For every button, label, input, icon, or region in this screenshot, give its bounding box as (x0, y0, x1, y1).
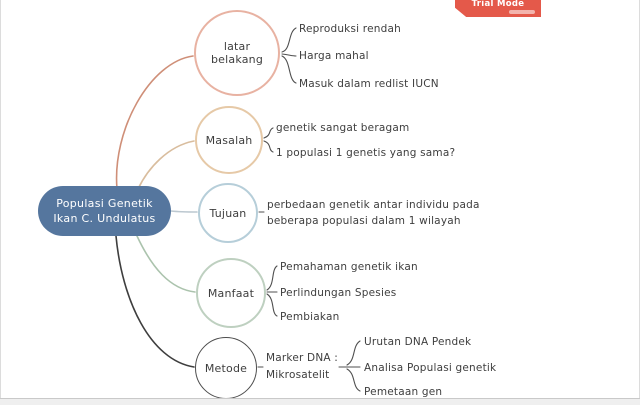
edge-masalah (137, 140, 195, 190)
subnode-line1: Marker DNA : (266, 352, 339, 364)
child-item[interactable]: 1 populasi 1 genetis yang sama? (276, 147, 456, 159)
branch-label: latar belakang (210, 40, 264, 66)
branch-node-masalah[interactable]: Masalah (195, 106, 263, 174)
child-item[interactable]: Analisa Populasi genetik (364, 362, 497, 374)
branch-label: Metode (204, 361, 248, 375)
child-item[interactable]: Pembiakan (280, 311, 340, 323)
edge-metode (115, 235, 195, 368)
trial-mode-badge: Trial Mode (455, 0, 541, 17)
root-node-label-line1: Populasi Genetik (56, 197, 153, 210)
child-item[interactable]: Reproduksi rendah (299, 23, 401, 35)
child-item[interactable]: Masuk dalam redlist IUCN (299, 78, 439, 90)
branch-node-manfaat[interactable]: Manfaat (196, 258, 266, 328)
edge-latar-belakang (115, 55, 194, 190)
fork-masalah (263, 127, 274, 139)
child-item[interactable]: Pemahaman genetik ikan (280, 261, 418, 273)
branch-label: Tujuan (209, 206, 247, 220)
root-node[interactable]: Populasi Genetik Ikan C. Undulatus (38, 186, 171, 236)
trial-mode-subtext (509, 10, 535, 14)
branch-label: Manfaat (207, 286, 255, 300)
child-item[interactable]: genetik sangat beragam (276, 122, 410, 134)
fork-masalah (263, 140, 274, 153)
fork-metode (346, 340, 361, 366)
fork-manfaat (266, 265, 278, 291)
fork-latar-belakang (281, 55, 297, 84)
subnode-marker-dna[interactable]: Marker DNA : Mikrosatelit (266, 350, 338, 384)
child-item[interactable]: Urutan DNA Pendek (364, 336, 472, 348)
canvas-left-edge (0, 0, 1, 405)
canvas-bottom-strip (0, 399, 640, 405)
trial-mode-label: Trial Mode (471, 0, 525, 9)
branch-label: Masalah (205, 133, 253, 147)
edge-manfaat (136, 235, 196, 293)
child-item[interactable]: Perlindungan Spesies (280, 287, 397, 299)
fork-manfaat (266, 293, 278, 317)
fork-metode (346, 368, 361, 392)
edge-tujuan (170, 210, 198, 213)
canvas-bottom-edge (0, 398, 640, 399)
subnode-line2: Mikrosatelit (266, 369, 330, 381)
fork-latar-belakang (281, 27, 297, 53)
child-item[interactable]: Pemetaan gen (364, 386, 443, 398)
branch-node-metode[interactable]: Metode (195, 337, 257, 399)
child-item[interactable]: perbedaan genetik antar individu pada be… (267, 199, 480, 227)
branch-node-latar-belakang[interactable]: latar belakang (194, 10, 280, 96)
root-node-label-line2: Ikan C. Undulatus (53, 212, 156, 225)
child-item[interactable]: Harga mahal (299, 50, 369, 62)
branch-node-tujuan[interactable]: Tujuan (198, 183, 258, 243)
fork-latar-belakang (281, 53, 297, 57)
